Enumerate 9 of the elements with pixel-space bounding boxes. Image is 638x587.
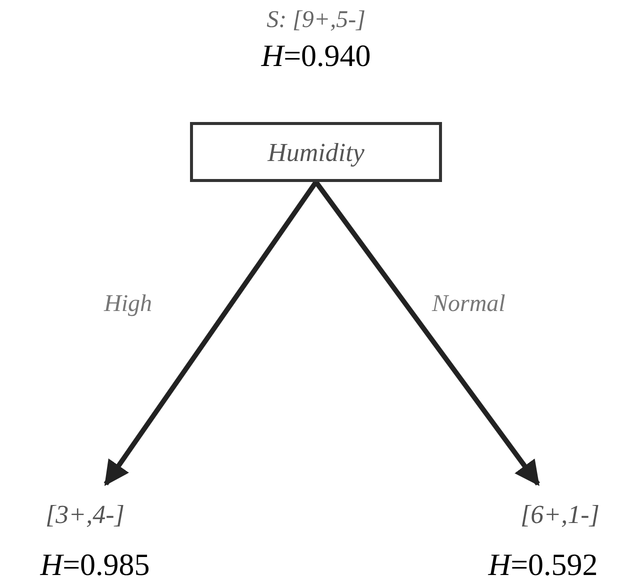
sample-count: [3+,4-] — [15, 492, 155, 536]
entropy-label: H=0.940 — [260, 36, 372, 75]
arrow — [104, 180, 318, 486]
sample-count: [6+,1-] — [490, 492, 630, 536]
sample-count: S: [9+,5-] — [266, 6, 366, 35]
attribute-box: Humidity — [190, 122, 442, 182]
entropy-label: H=0.985 — [39, 546, 151, 584]
entropy-label: H=0.592 — [487, 546, 599, 584]
arrow — [314, 180, 540, 486]
